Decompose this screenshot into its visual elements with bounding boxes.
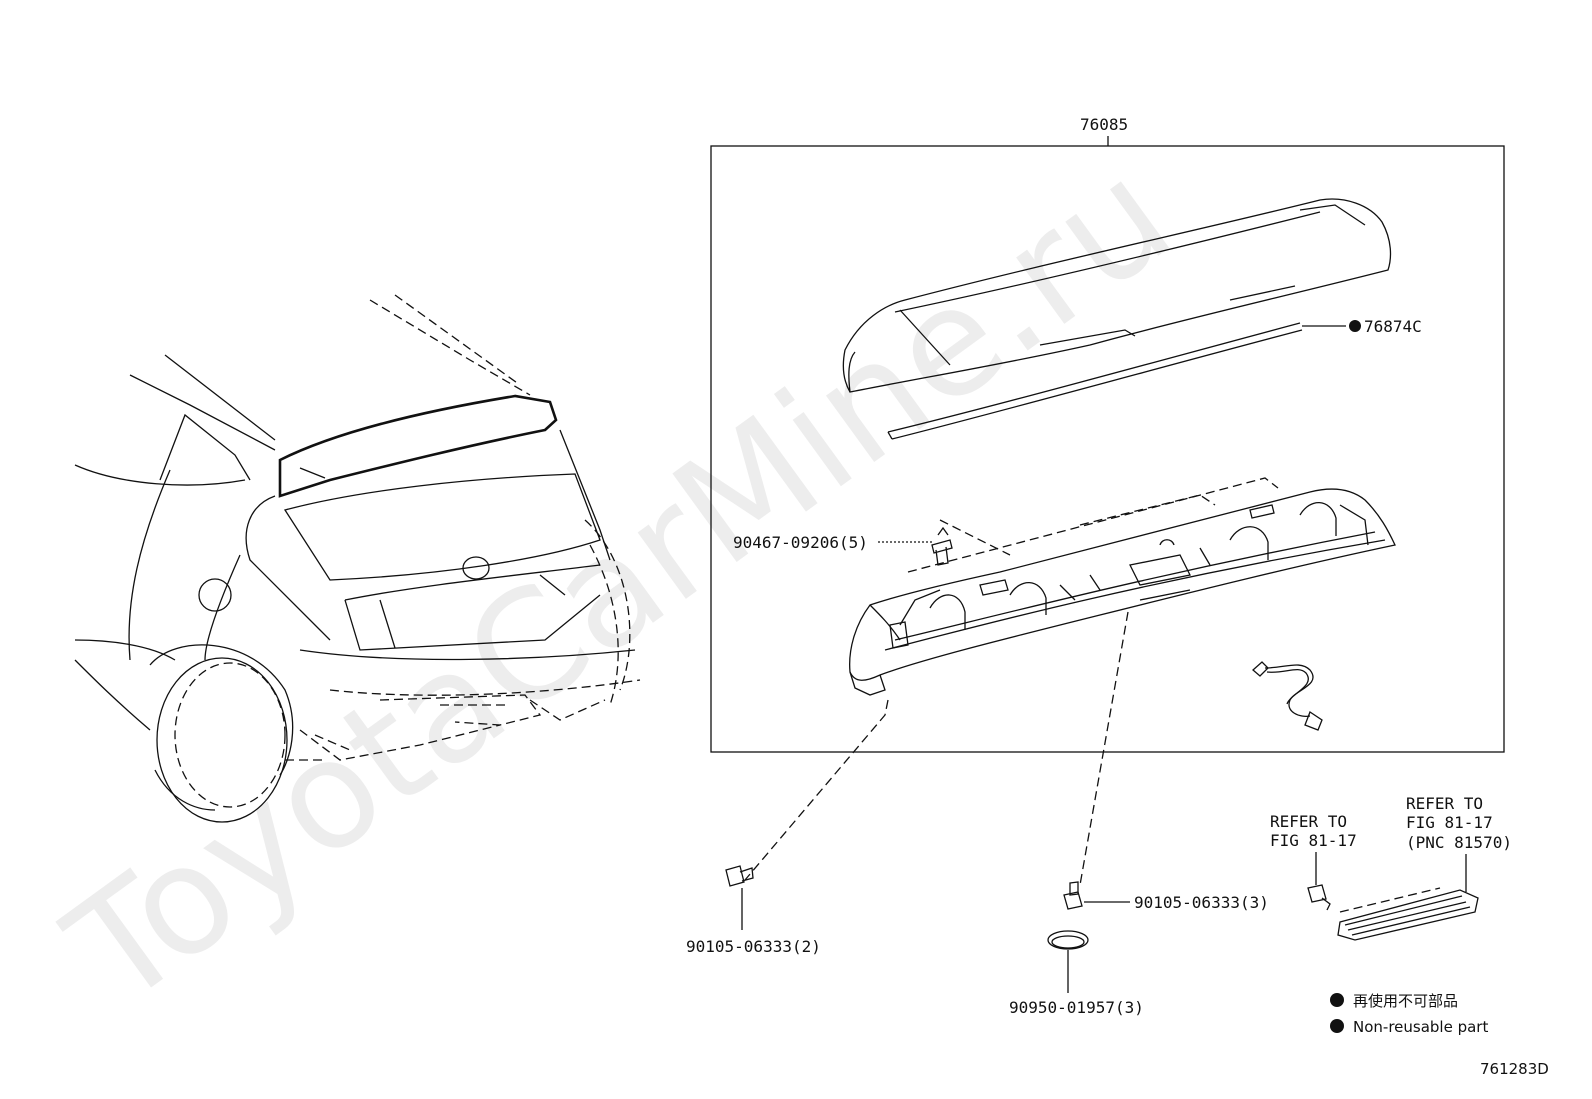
refer-pnc-group: REFER TO FIG 81-17 (PNC 81570)	[1337, 794, 1512, 941]
refer-pnc-line3: (PNC 81570)	[1406, 833, 1512, 852]
car-rear-illustration	[74, 294, 641, 823]
refer-pnc-line1: REFER TO	[1406, 794, 1483, 813]
callout-clip: 90467-09206(5)	[733, 533, 868, 552]
legend-dot-icon	[1330, 993, 1344, 1007]
plug: 90950-01957(3)	[1009, 930, 1144, 1017]
bolt-right: 90105-06333(3)	[1063, 881, 1269, 912]
legend-jp: 再使用不可部品	[1353, 992, 1458, 1010]
legend-dot-icon	[1330, 1019, 1344, 1033]
legend-en: Non-reusable part	[1353, 1018, 1488, 1036]
watermark: ToyotaCarMine.ru	[38, 128, 1201, 1040]
callout-bolt-right: 90105-06333(3)	[1134, 893, 1269, 912]
refer-fig-line2: FIG 81-17	[1270, 831, 1357, 850]
figure-id: 761283D	[1480, 1060, 1549, 1078]
non-reusable-mark-icon	[1349, 320, 1361, 332]
refer-pnc-line2: FIG 81-17	[1406, 813, 1493, 832]
assembly-box	[710, 145, 1505, 753]
legend: 再使用不可部品 Non-reusable part	[1330, 992, 1488, 1036]
callout-assembly: 76085	[1080, 115, 1128, 134]
refer-fig-group: REFER TO FIG 81-17	[1270, 812, 1357, 911]
spoiler-base	[849, 477, 1396, 696]
stop-lamp	[1337, 887, 1479, 941]
spoiler-cover	[842, 198, 1392, 393]
callout-plug: 90950-01957(3)	[1009, 998, 1144, 1017]
wire-harness	[1252, 661, 1323, 731]
gasket-76874c: 76874C	[887, 317, 1422, 440]
callout-gasket: 76874C	[1364, 317, 1422, 336]
bolt-left: 90105-06333(2)	[686, 865, 821, 956]
callout-bolt-left: 90105-06333(2)	[686, 937, 821, 956]
clip-90467: 90467-09206(5)	[733, 526, 953, 566]
refer-fig-line1: REFER TO	[1270, 812, 1347, 831]
